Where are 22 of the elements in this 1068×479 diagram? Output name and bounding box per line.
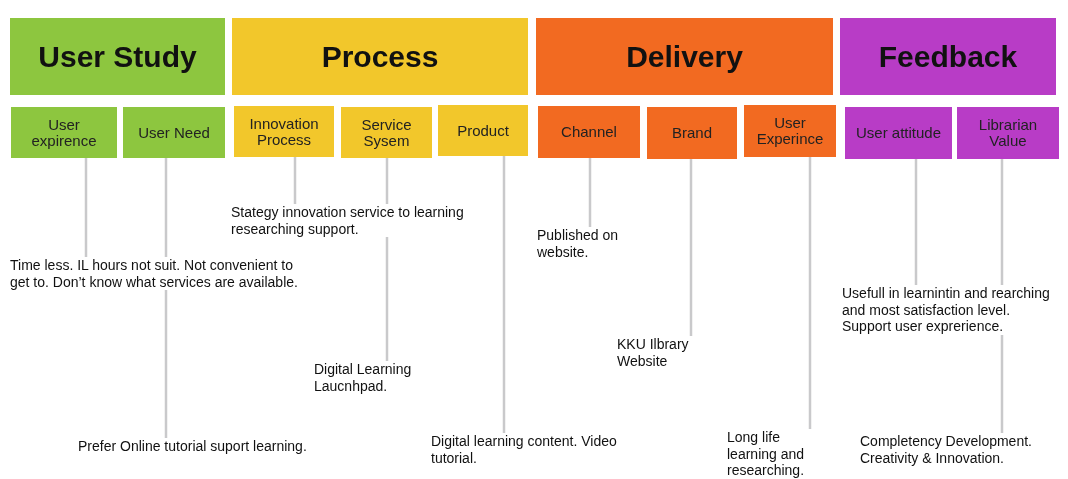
leader-line [502,156,506,433]
leader-line [84,158,88,257]
leader-line [588,158,592,227]
topic-box: User expirence [11,107,117,158]
topic-box: Librarian Value [957,107,1059,159]
leader-line [808,157,812,429]
topic-box: Product [438,105,528,156]
category-header: Process [232,18,528,95]
topic-box: User attitude [845,107,952,159]
category-header: Delivery [536,18,833,95]
topic-box: User Experince [744,105,836,157]
topic-box: Service Sysem [341,107,432,158]
leader-line [293,157,297,204]
topic-box: User Need [123,107,225,158]
leader-line [914,159,918,285]
category-header: User Study [10,18,225,95]
topic-box: Brand [647,107,737,159]
category-header: Feedback [840,18,1056,95]
topic-box: Innovation Process [234,106,334,157]
leader-line [689,159,693,336]
leader-line [164,158,168,438]
topic-box: Channel [538,106,640,158]
